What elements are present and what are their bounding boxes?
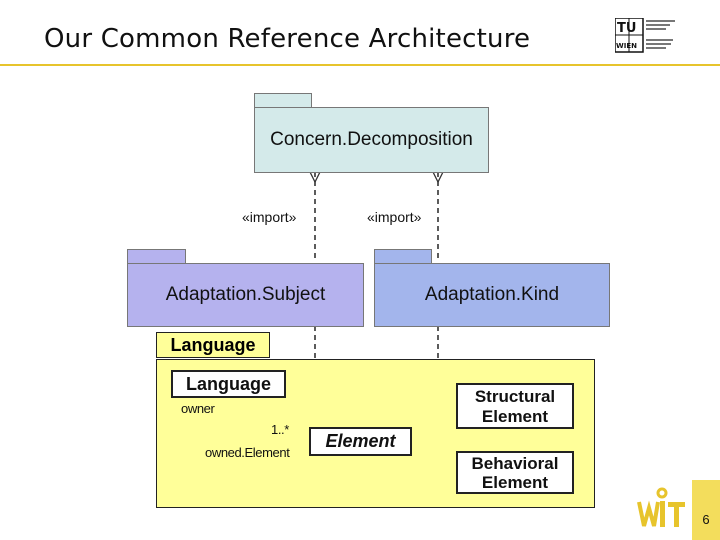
multiplicity-label: 1..* xyxy=(271,422,289,437)
element-class: Element xyxy=(309,427,412,456)
tu-wien-logo: TU WIEN xyxy=(615,18,675,53)
adaptation-kind-package: Adaptation.Kind xyxy=(374,263,610,327)
page-number-bar xyxy=(692,480,720,540)
owner-role-label: owner xyxy=(181,401,215,416)
import-label-left: «import» xyxy=(242,209,297,225)
owned-element-role-label: owned.Element xyxy=(205,445,290,460)
behavioral-element-class: Behavioral Element xyxy=(456,451,574,494)
adaptation-subject-package: Adaptation.Subject xyxy=(127,263,364,327)
import-arrowhead-left xyxy=(309,171,321,184)
wit-logo xyxy=(637,487,685,527)
structural-element-line2: Element xyxy=(481,407,549,426)
structural-element-line1: Structural xyxy=(474,387,556,406)
title-divider xyxy=(0,64,720,66)
structural-element-class: Structural Element xyxy=(456,383,574,429)
slide-title: Our Common Reference Architecture xyxy=(44,24,531,54)
behavioral-element-line2: Element xyxy=(481,473,549,492)
language-package-tab: Language xyxy=(156,332,270,358)
svg-text:WIEN: WIEN xyxy=(616,42,637,50)
concern-decomposition-package: Concern.Decomposition xyxy=(254,107,489,173)
import-arrowhead-right xyxy=(432,171,444,184)
page-number: 6 xyxy=(702,512,710,527)
language-class: Language xyxy=(171,370,286,398)
svg-text:TU: TU xyxy=(617,21,636,36)
import-label-right: «import» xyxy=(367,209,422,225)
behavioral-element-line1: Behavioral xyxy=(471,454,559,473)
